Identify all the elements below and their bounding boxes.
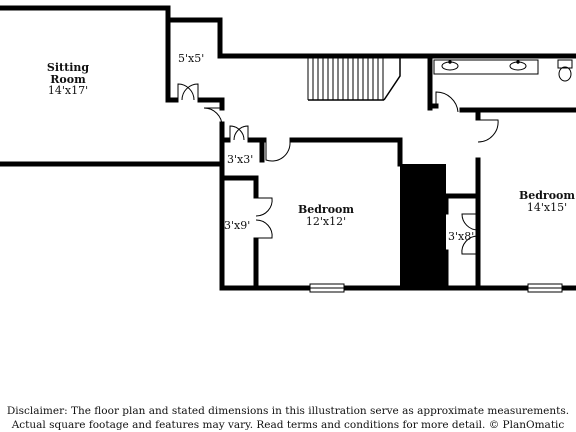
bathroom-fixtures	[433, 59, 573, 82]
bedroom-right-label: Bedroom 14'x15'	[514, 190, 576, 213]
windows	[309, 283, 563, 293]
bedroom-center-name: Bedroom	[297, 203, 355, 216]
right-closet-dims: 3'x8'	[448, 230, 475, 243]
disclaimer: Disclaimer: The floor plan and stated di…	[0, 404, 576, 432]
bedroom-right-dims: 14'x15'	[526, 200, 568, 214]
sitting-room-label: Sitting Room 14'x17'	[36, 62, 100, 97]
small-closet-dims: 3'x3'	[227, 153, 254, 166]
disclaimer-line1: Disclaimer: The floor plan and stated di…	[6, 405, 570, 417]
disclaimer-line2: Actual square footage and features may v…	[11, 419, 565, 431]
top-closet-dims: 5'x5'	[178, 52, 205, 65]
sitting-room-name-line1: Sitting	[46, 61, 90, 74]
sitting-room-name-line2: Room	[50, 72, 86, 86]
walls	[0, 5, 576, 291]
sitting-room-dims: 14'x17'	[47, 84, 89, 98]
bedroom-center-dims: 12'x12'	[305, 214, 347, 228]
left-closet-dims: 3'x9'	[224, 219, 251, 232]
floor-plan	[0, 5, 576, 293]
bedroom-center-label: Bedroom 12'x12'	[286, 204, 366, 227]
stairs	[307, 58, 401, 101]
bedroom-right-name: Bedroom	[518, 189, 576, 202]
wall-chase	[400, 164, 446, 288]
doors	[177, 83, 499, 255]
